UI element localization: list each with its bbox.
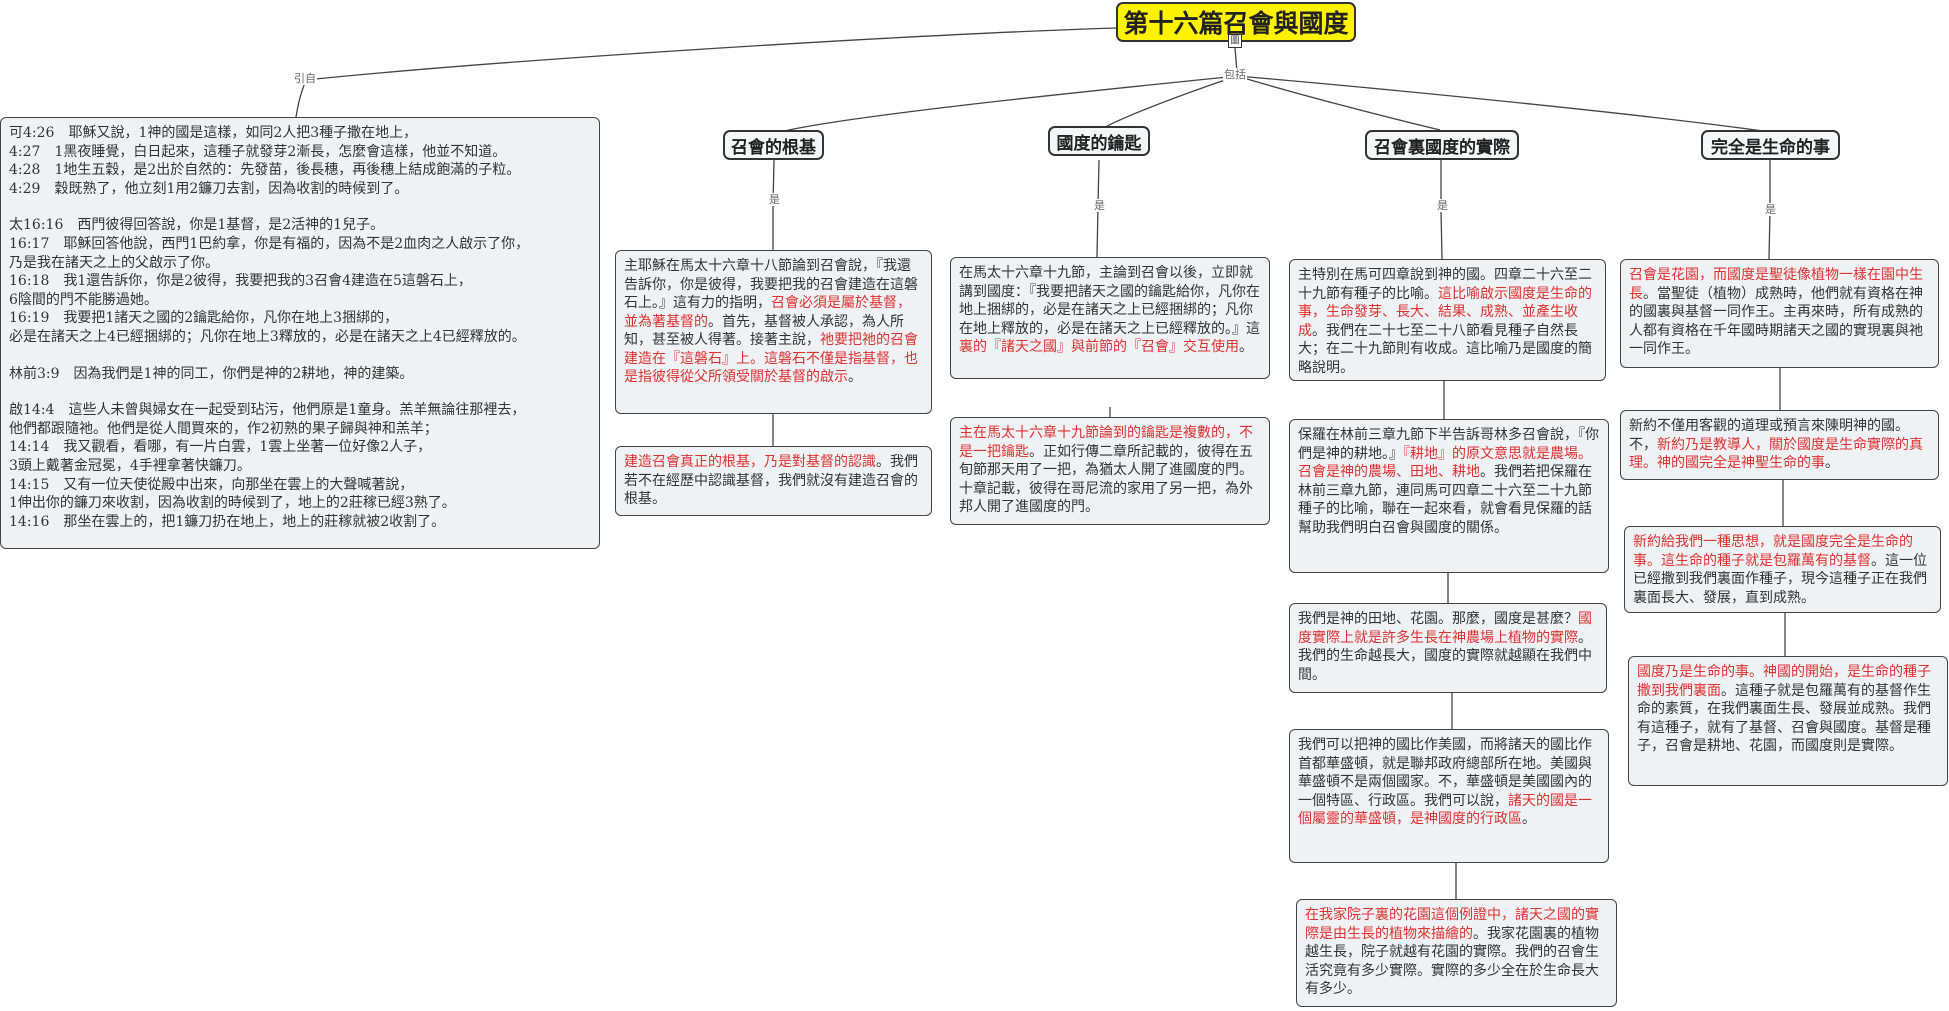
highlight-text: 建造召會真正的根基，乃是對基督的認識	[624, 454, 876, 470]
note-reality-5[interactable]: 在我家院子裏的花園這個例證中，諸天之國的實際是由生長的植物來描繪的。我家花園裏的…	[1296, 899, 1617, 1007]
highlight-text: 國度乃是生命的事。神國的開始，是生命的種子撒到我們裏面	[1637, 664, 1931, 699]
note-segment: 。這種子就是包羅萬有的基督作生命的素質，在我們裏面生長、發展並成熟。我們有這種子…	[1637, 682, 1931, 755]
note-segment: 新約不僅用客觀的道理或預言來陳明神的國。不，	[1629, 418, 1909, 453]
highlight-text: 新約給我們一種思想，就是國度完全是生命的事。這生命的種子就是包羅萬有的基督	[1633, 534, 1913, 569]
label-is-2: 是	[1093, 199, 1106, 212]
note-segment: 。這一位已經撒到我們裏面作種子，現今這種子正在我們裏面長大、發展，直到成熟。	[1633, 552, 1927, 606]
highlight-text: 在我家院子裏的花園這個例證中，諸天之國的實際是由生長的植物來描繪的	[1305, 907, 1599, 942]
note-segment: 。正如行傳二章所記載的，彼得在五旬節那天用了一把，為猶太人開了進國度的門。十章記…	[959, 443, 1253, 516]
note-text: 新約不僅用客觀的道理或預言來陳明神的國。不，新約乃是教導人，關於國度是生命實際的…	[1629, 417, 1930, 473]
scripture-line	[9, 383, 591, 401]
scripture-line: 啟14:4 這些人未曾與婦女在一起受到玷污，他們原是1童身。羔羊無論往那裡去，	[9, 402, 526, 419]
highlight-text: 這比喻啟示國度是生命的事，生命發芽、長大、結果、成熟、並產生收成	[1298, 285, 1592, 339]
scripture-line: 太16:16 西門彼得回答說，你是1基督，是2活神的1兒子。	[9, 217, 385, 234]
note-text: 在馬太十六章十九節，主論到召會以後，立即就講到國度：『我要把諸天之國的鑰匙給你，…	[959, 264, 1261, 357]
note-reality-1[interactable]: 主特別在馬可四章說到神的國。四章二十六至二十九節有種子的比喻。這比喻啟示國度是生…	[1289, 259, 1606, 381]
scripture-line: 乃是我在諸天之上的父啟示了你。	[9, 254, 219, 271]
note-segment: 在馬太十六章十九節，主論到召會以後，立即就講到國度：『我要把諸天之國的鑰匙給你，…	[959, 265, 1260, 337]
note-life-3[interactable]: 新約給我們一種思想，就是國度完全是生命的事。這生命的種子就是包羅萬有的基督。這一…	[1624, 526, 1941, 613]
highlight-text: 國度實際上就是許多生長在神農場上植物的實際	[1298, 611, 1592, 646]
topic-kingdom-keys[interactable]: 國度的鑰匙	[1048, 126, 1150, 156]
note-foundation-1[interactable]: 主耶穌在馬太十六章十八節論到召會說，『我還告訴你，你是彼得，我要把我的召會建造在…	[615, 250, 932, 414]
note-keys-1[interactable]: 在馬太十六章十九節，主論到召會以後，立即就講到國度：『我要把諸天之國的鑰匙給你，…	[950, 257, 1270, 379]
note-life-2[interactable]: 新約不僅用客觀的道理或預言來陳明神的國。不，新約乃是教導人，關於國度是生命實際的…	[1620, 410, 1939, 480]
note-segment: 我們可以把神的國比作美國，而將諸天的國比作首都華盛頓，就是聯邦政府總部所在地。美…	[1298, 737, 1592, 809]
note-segment: 。	[1522, 811, 1536, 827]
note-segment: 。	[1239, 339, 1253, 355]
note-segment: 。我們若不在經歷中認識基督，我們就沒有建造召會的根基。	[624, 454, 918, 507]
scripture-line: 4:28 1地生五穀，是2出於自然的：先發苗，後長穗，再後穗上結成飽滿的子粒。	[9, 162, 521, 179]
scripture-line: 14:14 我又觀看，看哪，有一片白雲，1雲上坐著一位好像2人子，	[9, 439, 432, 456]
note-reality-2[interactable]: 保羅在林前三章九節下半告訴哥林多召會說，『你們是神的耕地。』『耕地』的原文意思就…	[1289, 419, 1609, 573]
note-text: 新約給我們一種思想，就是國度完全是生命的事。這生命的種子就是包羅萬有的基督。這一…	[1633, 533, 1932, 607]
note-foundation-2[interactable]: 建造召會真正的根基，乃是對基督的認識。我們若不在經歷中認識基督，我們就沒有建造召…	[615, 446, 932, 516]
topic-kingdom-reality[interactable]: 召會裏國度的實際	[1365, 130, 1519, 160]
note-segment: 。我們若把保羅在林前三章九節，連同馬可四章二十六至二十九節種子的比喻，聯在一起來…	[1298, 464, 1592, 536]
note-segment: 。我家花園裏的植物越生長，院子就越有花園的實際。我們的召會生活究竟有多少實際。實…	[1305, 925, 1599, 998]
note-reality-3[interactable]: 我們是神的田地、花園。那麼，國度是甚麼？國度實際上就是許多生長在神農場上植物的實…	[1289, 603, 1607, 693]
label-is-1: 是	[768, 193, 781, 206]
note-segment: 。我們在二十七至二十八節看見種子自然長大；在二十九節則有收成。這比喻乃是國度的簡…	[1298, 322, 1592, 376]
scripture-line: 16:19 我要把1諸天之國的2鑰匙給你，凡你在地上3捆綁的，	[9, 310, 399, 327]
note-text: 召會是花園，而國度是聖徒像植物一樣在園中生長。當聖徒（植物）成熟時，他們就有資格…	[1629, 266, 1930, 359]
note-segment: 。當聖徒（植物）成熟時，他們就有資格在神的國裏與基督一同作王。主再來時，所有成熟…	[1629, 285, 1923, 358]
note-segment: 主耶穌在馬太十六章十八節論到召會說，『我還告訴你，你是彼得，我要把我的召會建造在…	[624, 258, 918, 311]
note-text: 建造召會真正的根基，乃是對基督的認識。我們若不在經歷中認識基督，我們就沒有建造召…	[624, 453, 923, 509]
label-include: 包括	[1223, 68, 1247, 81]
note-segment: 我們是神的田地、花園。那麼，國度是甚麼？	[1298, 611, 1578, 627]
scripture-line: 14:16 那坐在雲上的，把1鐮刀扔在地上，地上的莊稼就被2收割了。	[9, 513, 446, 530]
highlight-text: 召會必須是屬於基督，並為著基督的	[624, 295, 911, 330]
highlight-text: 『耕地』的原文意思就是農場。召會是神的農場、田地、耕地	[1298, 445, 1592, 481]
topic-church-foundation[interactable]: 召會的根基	[723, 130, 824, 160]
note-segment: 保羅在林前三章九節下半告訴哥林多召會說，『你們是神的耕地。』	[1298, 427, 1599, 462]
note-segment: 。	[848, 369, 862, 385]
note-life-1[interactable]: 召會是花園，而國度是聖徒像植物一樣在園中生長。當聖徒（植物）成熟時，他們就有資格…	[1620, 259, 1939, 368]
highlight-text: 主在馬太十六章十九節論到的鑰匙是複數的，不是一把鑰匙	[959, 425, 1253, 460]
scripture-line: 必是在諸天之上4已經捆綁的；凡你在地上3釋放的，必是在諸天之上4已經釋放的。	[9, 328, 526, 345]
scripture-line	[9, 347, 591, 365]
note-text: 我們可以把神的國比作美國，而將諸天的國比作首都華盛頓，就是聯邦政府總部所在地。美…	[1298, 736, 1600, 829]
label-is-3: 是	[1436, 199, 1449, 212]
topic-entirely-life[interactable]: 完全是生命的事	[1701, 130, 1840, 160]
scripture-line: 林前3:9 因為我們是1神的同工，你們是神的2耕地，神的建築。	[9, 365, 414, 382]
label-is-4: 是	[1764, 203, 1777, 216]
highlight-text: 新約乃是教導人，關於國度是生命實際的真理。神的國完全是神聖生命的事	[1629, 436, 1923, 472]
note-text: 主特別在馬可四章說到神的國。四章二十六至二十九節有種子的比喻。這比喻啟示國度是生…	[1298, 266, 1597, 377]
note-segment: 。首先，基督被人承認，為人所知，甚至被人得著。接著主說，	[624, 313, 904, 349]
scripture-line: 16:18 我1還告訴你，你是2彼得，我要把我的3召會4建造在5這磐石上，	[9, 273, 472, 290]
note-keys-2[interactable]: 主在馬太十六章十九節論到的鑰匙是複數的，不是一把鑰匙。正如行傳二章所記載的，彼得…	[950, 417, 1270, 525]
scripture-line: 可4:26 耶穌又說，1神的國是這樣，如同2人把3種子撒在地上，	[9, 125, 418, 141]
note-life-4[interactable]: 國度乃是生命的事。神國的開始，是生命的種子撒到我們裏面。這種子就是包羅萬有的基督…	[1628, 656, 1948, 786]
scripture-note[interactable]: 可4:26 耶穌又說，1神的國是這樣，如同2人把3種子撒在地上， 4:27 1黑夜…	[0, 117, 600, 549]
highlight-text: 召會是花園，而國度是聖徒像植物一樣在園中生長	[1629, 267, 1923, 302]
scripture-line: 16:17 耶穌回答他說，西門1巴約拿，你是有福的，因為不是2血肉之人啟示了你，	[9, 235, 530, 252]
scripture-line: 6陰間的門不能勝過她。	[9, 291, 158, 308]
scripture-line: 14:15 又有一位天使從殿中出來，向那坐在雲上的大聲喊著說，	[9, 476, 414, 493]
diagram-icon[interactable]: 圖	[1228, 34, 1242, 48]
label-cite: 引自	[293, 72, 317, 85]
note-text: 主耶穌在馬太十六章十八節論到召會說，『我還告訴你，你是彼得，我要把我的召會建造在…	[624, 257, 923, 387]
note-segment: 。我們的生命越長大，國度的實際就越顯在我們中間。	[1298, 629, 1592, 683]
note-text: 我們是神的田地、花園。那麼，國度是甚麼？國度實際上就是許多生長在神農場上植物的實…	[1298, 610, 1598, 684]
note-text: 主在馬太十六章十九節論到的鑰匙是複數的，不是一把鑰匙。正如行傳二章所記載的，彼得…	[959, 424, 1261, 517]
note-text: 保羅在林前三章九節下半告訴哥林多召會說，『你們是神的耕地。』『耕地』的原文意思就…	[1298, 426, 1600, 537]
note-segment: 。	[1825, 455, 1839, 471]
scripture-line	[9, 198, 591, 216]
scripture-line: 他們都跟隨祂。他們是從人間買來的，作2初熟的果子歸與神和羔羊；	[9, 420, 438, 437]
note-segment: 主特別在馬可四章說到神的國。四章二十六至二十九節有種子的比喻。	[1298, 267, 1592, 302]
scripture-line: 4:27 1黑夜睡覺，白日起來，這種子就發芽2漸長，怎麼會這樣，他並不知道。	[9, 143, 507, 160]
note-text: 在我家院子裏的花園這個例證中，諸天之國的實際是由生長的植物來描繪的。我家花園裏的…	[1305, 906, 1608, 999]
note-reality-4[interactable]: 我們可以把神的國比作美國，而將諸天的國比作首都華盛頓，就是聯邦政府總部所在地。美…	[1289, 729, 1609, 863]
scripture-line: 4:29 穀既熟了，他立刻1用2鐮刀去割，因為收割的時候到了。	[9, 180, 409, 197]
scripture-line: 3頭上戴著金冠冕，4手裡拿著快鐮刀。	[9, 457, 251, 474]
scripture-line: 1伸出你的鐮刀來收割，因為收割的時候到了，地上的2莊稼已經3熟了。	[9, 495, 456, 512]
highlight-text: 諸天的國是一個屬靈的華盛頓，是神國度的行政區	[1298, 792, 1592, 828]
highlight-text: 祂要把祂的召會建造在『這磐石』上。這磐石不僅是指基督，也是指彼得從父所領受關於基…	[624, 332, 918, 385]
note-text: 國度乃是生命的事。神國的開始，是生命的種子撒到我們裏面。這種子就是包羅萬有的基督…	[1637, 663, 1939, 756]
highlight-text: 裏的『諸天之國』與前節的『召會』交互使用	[959, 339, 1239, 355]
